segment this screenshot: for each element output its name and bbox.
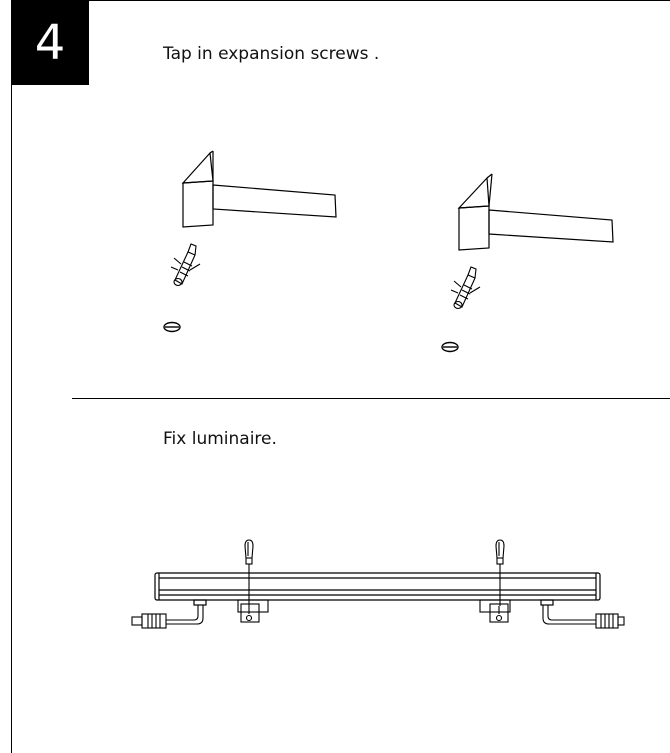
section-title-tap-screws: Tap in expansion screws . <box>163 44 380 64</box>
hammer-icon <box>181 150 337 228</box>
section-divider <box>72 398 670 399</box>
wall-hole-icon <box>441 341 459 353</box>
wall-hole-icon <box>163 321 181 333</box>
screwdriver-icon <box>244 539 254 606</box>
hammer-icon <box>457 173 614 251</box>
mounting-bracket-icon <box>479 599 511 623</box>
power-connector-icon <box>131 605 204 629</box>
screwdriver-icon <box>495 539 505 606</box>
page-frame-top <box>11 0 670 1</box>
mounting-bracket-icon <box>237 599 269 623</box>
expansion-screw-icon <box>170 243 201 287</box>
power-connector-icon <box>542 605 625 629</box>
expansion-screw-icon <box>450 266 481 310</box>
section-title-fix-luminaire: Fix luminaire. <box>163 429 277 449</box>
luminaire-icon <box>131 539 625 629</box>
page-frame-left <box>11 0 12 753</box>
step-number-badge: 4 <box>11 1 89 85</box>
